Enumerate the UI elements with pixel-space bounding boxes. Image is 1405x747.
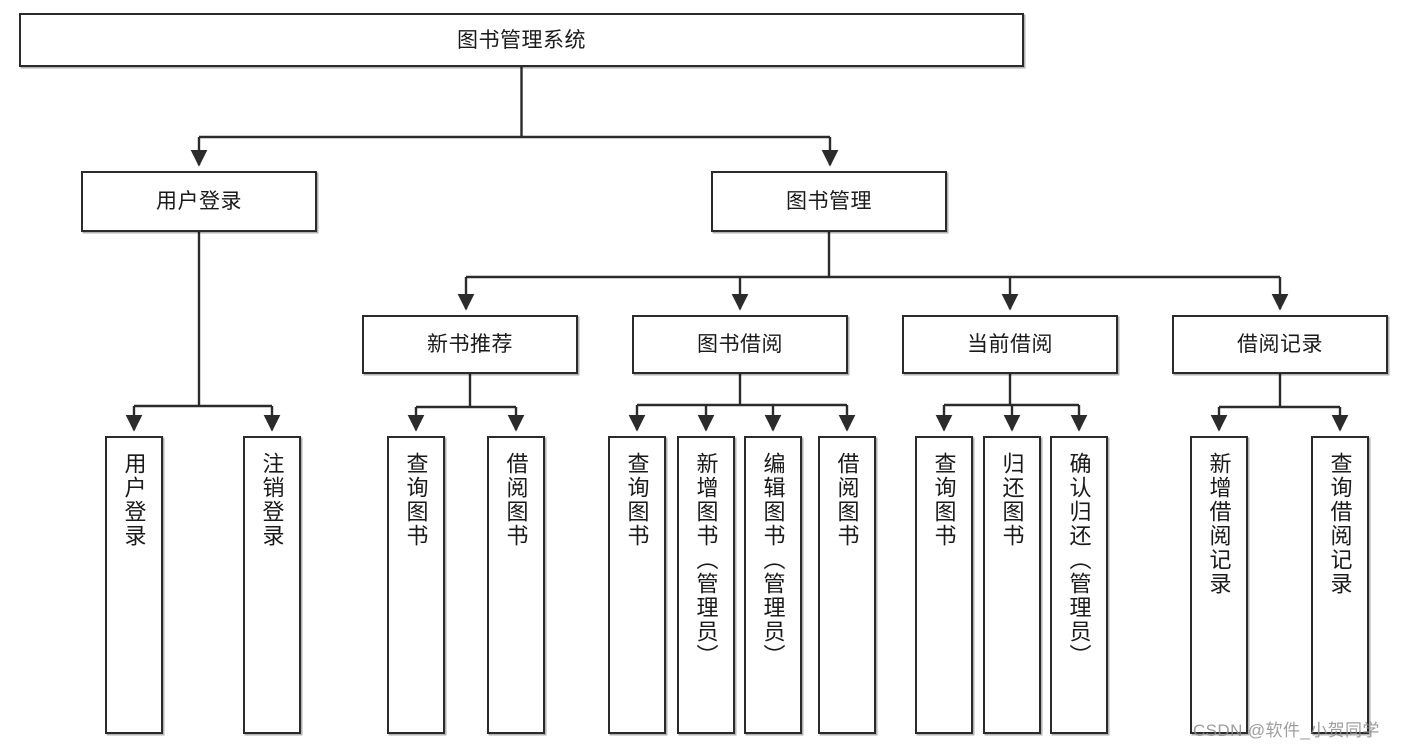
leaf-edit-book-admin[interactable]: 编辑图书（管理员） bbox=[744, 436, 802, 734]
node-book-borrow-label: 图书借阅 bbox=[697, 333, 783, 356]
watermark: CSDN @软件_小贺同学 bbox=[1193, 721, 1380, 740]
node-borrow-record-label: 借阅记录 bbox=[1237, 333, 1323, 356]
node-current-borrow-label: 当前借阅 bbox=[967, 333, 1053, 356]
leaf-borrow-book-recommend[interactable]: 借阅图书 bbox=[487, 436, 545, 734]
leaf-confirm-return-admin-label: 确认归还（管理员） bbox=[1066, 452, 1092, 668]
leaf-query-borrow-record-label: 查询借阅记录 bbox=[1327, 452, 1353, 596]
leaf-query-borrow-record[interactable]: 查询借阅记录 bbox=[1311, 436, 1369, 734]
leaf-borrow-book[interactable]: 借阅图书 bbox=[818, 436, 876, 734]
leaf-return-book-label: 归还图书 bbox=[999, 452, 1025, 548]
leaf-add-borrow-record[interactable]: 新增借阅记录 bbox=[1190, 436, 1248, 734]
node-book-management-label: 图书管理 bbox=[786, 190, 872, 213]
leaf-borrow-book-recommend-label: 借阅图书 bbox=[503, 452, 529, 548]
leaf-confirm-return-admin[interactable]: 确认归还（管理员） bbox=[1050, 436, 1108, 734]
leaf-return-book[interactable]: 归还图书 bbox=[983, 436, 1041, 734]
node-book-management[interactable]: 图书管理 bbox=[711, 171, 947, 232]
node-new-book-recommend[interactable]: 新书推荐 bbox=[362, 315, 578, 374]
node-root[interactable]: 图书管理系统 bbox=[19, 13, 1024, 67]
leaf-edit-book-admin-label: 编辑图书（管理员） bbox=[760, 452, 786, 668]
node-new-book-recommend-label: 新书推荐 bbox=[427, 333, 513, 356]
leaf-add-borrow-record-label: 新增借阅记录 bbox=[1206, 452, 1232, 596]
leaf-query-book-recommend-label: 查询图书 bbox=[403, 452, 429, 548]
node-user-login-label: 用户登录 bbox=[156, 190, 242, 213]
leaf-user-login[interactable]: 用户登录 bbox=[105, 436, 163, 734]
leaf-user-login-label: 用户登录 bbox=[121, 452, 147, 548]
leaf-add-book-admin-label: 新增图书（管理员） bbox=[693, 452, 719, 668]
leaf-query-book-borrow-label: 查询图书 bbox=[624, 452, 650, 548]
node-current-borrow[interactable]: 当前借阅 bbox=[902, 315, 1118, 374]
leaf-logout-label: 注销登录 bbox=[259, 452, 285, 548]
leaf-logout[interactable]: 注销登录 bbox=[243, 436, 301, 734]
node-root-label: 图书管理系统 bbox=[457, 28, 586, 52]
node-borrow-record[interactable]: 借阅记录 bbox=[1172, 315, 1388, 374]
leaf-query-book-borrow[interactable]: 查询图书 bbox=[608, 436, 666, 734]
node-book-borrow[interactable]: 图书借阅 bbox=[632, 315, 848, 374]
node-user-login[interactable]: 用户登录 bbox=[81, 171, 317, 232]
leaf-query-book-current[interactable]: 查询图书 bbox=[915, 436, 973, 734]
leaf-query-book-current-label: 查询图书 bbox=[931, 452, 957, 548]
leaf-borrow-book-label: 借阅图书 bbox=[834, 452, 860, 548]
leaf-query-book-recommend[interactable]: 查询图书 bbox=[387, 436, 445, 734]
leaf-add-book-admin[interactable]: 新增图书（管理员） bbox=[677, 436, 735, 734]
